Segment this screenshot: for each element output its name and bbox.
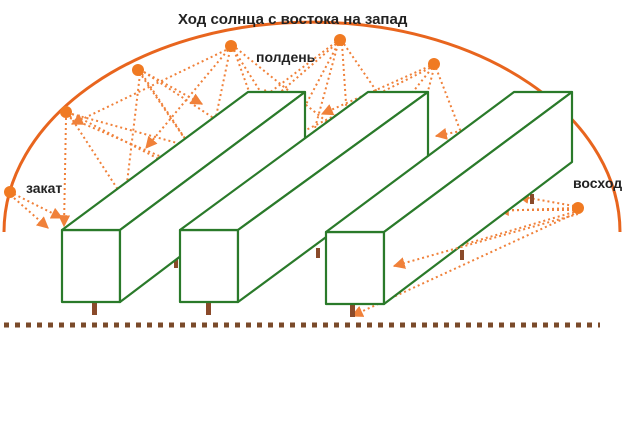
diagram-title: Ход солнца с востока на запад [178,11,408,28]
sun-icon [572,202,584,214]
sun-path-arc [2,20,622,233]
label-sunrise: восход [573,175,623,191]
garden-bed-3 [324,90,574,306]
sun-rays-foreground [392,213,579,269]
post [174,258,178,268]
sun-icon [132,64,144,76]
post [530,194,534,204]
garden-bed-2 [178,90,430,304]
sun-icon [428,58,440,70]
sun-icon [60,106,72,118]
post [460,250,464,260]
post [316,248,320,258]
post [350,303,355,317]
label-sunset: закат [26,180,63,196]
sun-icon [225,40,237,52]
label-noon: полдень [256,49,316,65]
garden-beds [60,90,574,306]
sun-icon [4,186,16,198]
bed-posts [92,194,534,317]
garden-bed-1 [60,90,307,304]
sun-icon [334,34,346,46]
post [92,301,97,315]
post [206,301,211,315]
